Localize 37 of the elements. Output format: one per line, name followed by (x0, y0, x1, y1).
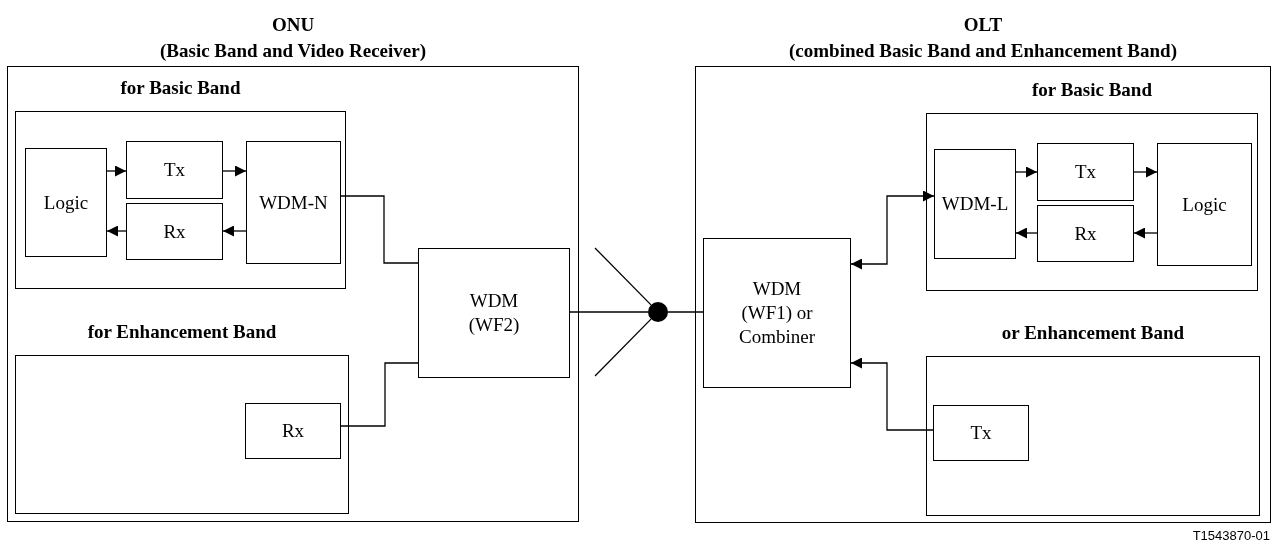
arrow (850, 357, 934, 431)
band-heading: for Basic Band (1032, 78, 1152, 102)
arrow (106, 165, 127, 177)
arrow (1133, 166, 1158, 178)
block-box: Tx (1037, 143, 1134, 201)
connector-line (340, 195, 419, 264)
block-box: Rx (245, 403, 341, 459)
equipment-subtitle: (Basic Band and Video Receiver) (160, 39, 426, 63)
block-box: WDM-L (934, 149, 1016, 259)
band-heading: or Enhancement Band (1001, 321, 1185, 345)
band-heading: for Enhancement Band (87, 320, 277, 344)
block-box: Logic (1157, 143, 1252, 266)
block-box: Tx (126, 141, 223, 199)
arrow (850, 190, 935, 270)
block-box: WDM-N (246, 141, 341, 264)
arrow (1015, 166, 1038, 178)
connector-line (667, 311, 704, 313)
fiber-line (594, 318, 652, 377)
fiber-line (594, 247, 652, 306)
block-box: Logic (25, 148, 107, 257)
connector-line (569, 311, 649, 313)
block-box: WDM (WF2) (418, 248, 570, 378)
band-heading: for Basic Band (120, 76, 241, 100)
equipment-title: OLT (963, 13, 1003, 37)
equipment-subtitle: (combined Basic Band and Enhancement Band) (789, 39, 1177, 63)
block-box: WDM (WF1) or Combiner (703, 238, 851, 388)
arrow (222, 165, 247, 177)
block-box: Rx (1037, 205, 1134, 262)
connector-line (340, 362, 419, 427)
arrow (222, 225, 247, 237)
equipment-title: ONU (271, 13, 315, 37)
block-box: Tx (933, 405, 1029, 461)
figure-number: T1543870-01 (1192, 527, 1270, 545)
block-box: Rx (126, 203, 223, 260)
arrow (106, 225, 127, 237)
arrow (1015, 227, 1038, 239)
arrow (1133, 227, 1158, 239)
